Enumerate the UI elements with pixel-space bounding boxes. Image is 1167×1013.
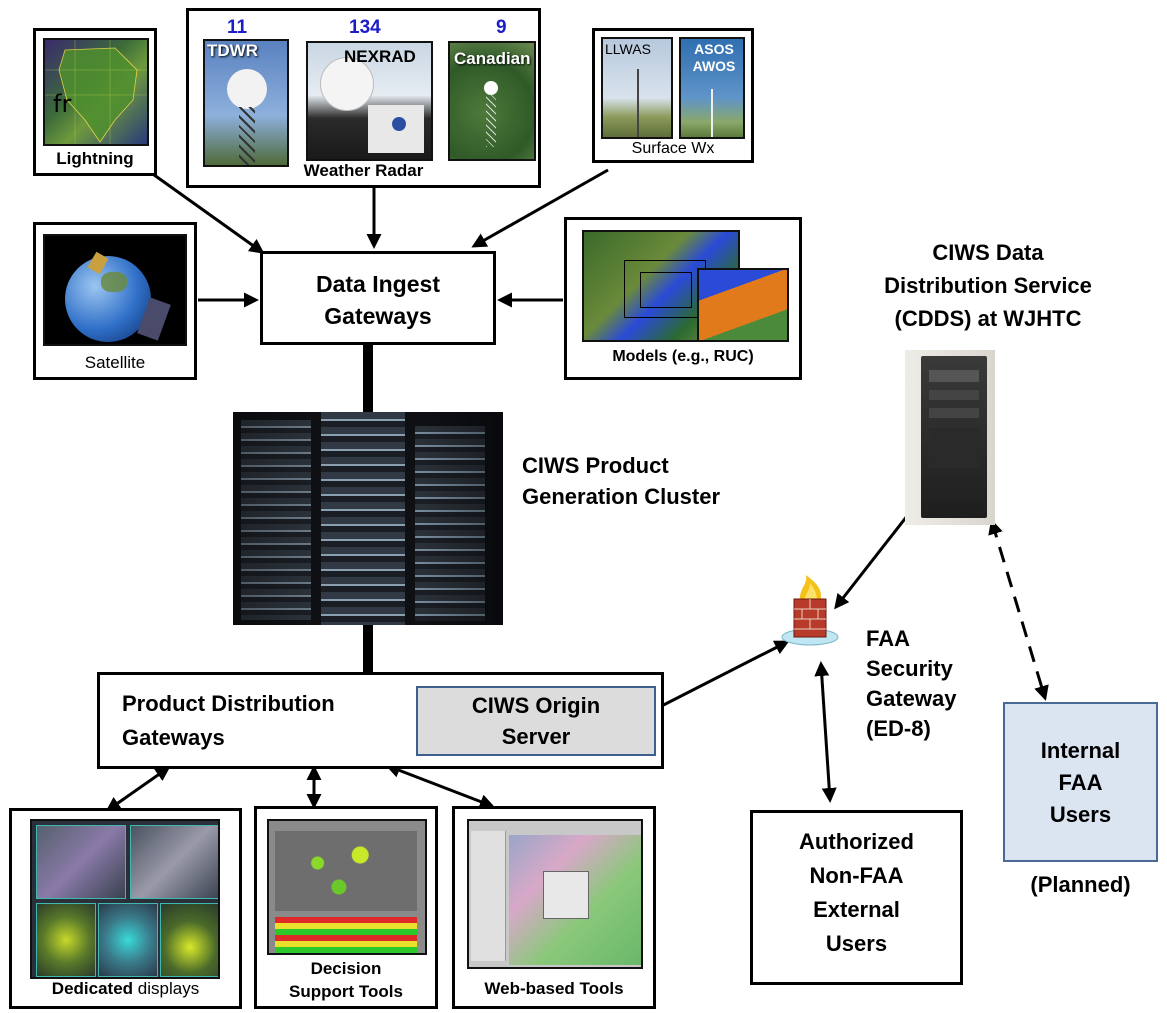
decision-support-box: Decision Support Tools <box>254 806 438 1009</box>
distribution-line2: Gateways <box>122 725 225 750</box>
data-ingest-gateways-box: Data Ingest Gateways <box>260 251 496 345</box>
arrow-dist-web <box>385 763 495 809</box>
asos-name: ASOS AWOS <box>692 41 736 74</box>
cdds-title-line2: Distribution Service <box>884 273 1092 298</box>
arrow-security-external <box>814 661 837 803</box>
dedicated-label-rest: displays <box>133 979 200 998</box>
decision-line2: Support Tools <box>289 982 403 1001</box>
external-line4: Users <box>825 931 888 956</box>
surface-wx-box: LLWAS ASOS AWOS Surface Wx <box>592 28 754 163</box>
lightning-map-text: fr <box>53 90 72 118</box>
lightning-map-image: fr <box>43 38 149 146</box>
llwas-name: LLWAS <box>605 41 651 57</box>
security-gateway-label: FAA Security Gateway (ED-8) <box>866 624 986 744</box>
origin-line1: CIWS Origin <box>471 693 601 718</box>
satellite-label: Satellite <box>84 353 146 372</box>
dedicated-displays-label: Dedicated displays <box>12 979 239 999</box>
asos-photo: ASOS AWOS <box>679 37 745 139</box>
nexrad-photo: NEXRAD <box>306 41 433 161</box>
arrow-surface-ingest <box>471 168 609 248</box>
models-label: Models (e.g., RUC) <box>612 348 754 365</box>
arrow-cdds-internal-dashed <box>988 519 1049 701</box>
data-ingest-line1: Data Ingest <box>316 271 440 297</box>
cdds-title-line3: (CDDS) at WJHTC <box>894 306 1082 331</box>
external-line1: Authorized <box>799 829 914 854</box>
satellite-box: Satellite <box>33 222 197 380</box>
security-line2: Security <box>866 656 953 681</box>
llwas-photo: LLWAS <box>601 37 673 139</box>
cluster-label-line1: CIWS Product <box>522 453 669 478</box>
security-line3: Gateway <box>866 686 957 711</box>
arrow-dist-dedicated <box>105 766 171 812</box>
internal-planned-label: (Planned) <box>1030 872 1131 897</box>
external-line3: External <box>813 897 900 922</box>
internal-line2: FAA <box>1058 770 1103 795</box>
origin-line2: Server <box>501 724 571 749</box>
canadian-photo: Canadian <box>448 41 536 161</box>
cluster-image <box>233 412 503 625</box>
surface-wx-label: Surface Wx <box>631 140 715 157</box>
internal-line1: Internal <box>1040 738 1121 763</box>
internal-line3: Users <box>1049 802 1112 827</box>
external-line2: Non-FAA <box>809 863 904 888</box>
nexrad-name: NEXRAD <box>344 47 416 66</box>
dedicated-displays-box: Dedicated displays <box>9 808 242 1009</box>
web-based-tools-image <box>467 819 643 969</box>
internal-users-box: Internal FAA Users <box>1003 702 1158 862</box>
models-box: Models (e.g., RUC) <box>564 217 802 380</box>
cdds-server-image <box>905 350 995 525</box>
decision-line1: Decision <box>310 959 382 978</box>
lightning-label: Lightning <box>56 149 134 168</box>
arrow-lightning-ingest <box>149 170 265 254</box>
weather-radar-box: 11 134 9 TDWR NEXRAD Canadian Weather Ra… <box>186 8 541 188</box>
firewall-icon <box>780 575 840 647</box>
dedicated-displays-image <box>30 819 220 979</box>
dedicated-label-bold: Dedicated <box>51 979 134 998</box>
cdds-title-line1: CIWS Data <box>932 240 1044 265</box>
cluster-label-line2: Generation Cluster <box>522 484 721 509</box>
decision-support-image <box>267 819 427 955</box>
security-line4: (ED-8) <box>866 716 931 741</box>
tdwr-photo: TDWR <box>203 39 289 167</box>
data-ingest-line2: Gateways <box>324 303 432 329</box>
weather-radar-label: Weather Radar <box>303 161 424 180</box>
canadian-name: Canadian <box>454 49 531 68</box>
web-based-tools-box: Web-based Tools <box>452 806 656 1009</box>
tdwr-count: 11 <box>227 17 248 38</box>
web-based-tools-label: Web-based Tools <box>484 979 624 998</box>
model-image-front <box>697 268 789 342</box>
distribution-line1: Product Distribution <box>122 691 335 716</box>
canadian-count: 9 <box>496 17 507 38</box>
security-line1: FAA <box>866 626 910 651</box>
arrow-security-origin <box>637 640 790 719</box>
satellite-image <box>43 234 187 346</box>
origin-server-box: CIWS Origin Server <box>416 686 656 756</box>
product-distribution-box: Product Distribution Gateways CIWS Origi… <box>97 672 664 769</box>
tdwr-name: TDWR <box>207 41 258 60</box>
external-users-box: Authorized Non-FAA External Users <box>750 810 963 985</box>
lightning-source-box: fr Lightning <box>33 28 157 176</box>
nexrad-count: 134 <box>349 17 381 38</box>
arrow-cdds-security <box>834 499 920 610</box>
